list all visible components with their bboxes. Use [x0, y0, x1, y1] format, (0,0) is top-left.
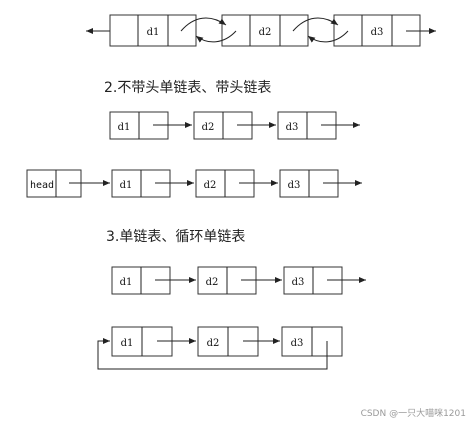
dll-node-d1: d1 — [109, 14, 197, 47]
headless-singly-list: d1 d2 d3 — [109, 111, 360, 140]
heading-section-3: 3.单链表、循环单链表 — [106, 229, 246, 245]
prev-arrow-d3-d2 — [307, 30, 349, 43]
headed-singly-list: head d1 d2 d3 — [26, 169, 362, 198]
dll-node-d3-box — [333, 14, 421, 47]
hl-node-d1-label: d1 — [118, 122, 131, 133]
s-node-d1-label: d1 — [120, 277, 133, 288]
plain-singly-list: d1 d2 d3 — [111, 266, 366, 295]
c-node-d3: d3 — [281, 326, 343, 357]
next-arrow-d2-d3 — [292, 17, 339, 32]
dll-node-d1-label: d1 — [147, 27, 160, 38]
dll-node-d3: d3 — [333, 14, 421, 47]
c-node-d1-label: d1 — [121, 338, 134, 349]
csdn-watermark: CSDN @一只大喵咪1201 — [360, 409, 466, 419]
s-node-d2-label: d2 — [206, 277, 219, 288]
h-node-d2-label: d2 — [204, 180, 217, 191]
c-node-d3-label: d3 — [291, 338, 304, 349]
hl-node-d3-label: d3 — [286, 122, 299, 133]
h-node-d1-label: d1 — [120, 180, 133, 191]
head-node-label: head — [30, 180, 54, 191]
s-node-d3-label: d3 — [292, 277, 305, 288]
c-loop-arrow-d3-d1 — [97, 338, 328, 370]
c-node-d2-label: d2 — [207, 338, 220, 349]
next-arrow-d1-d2 — [180, 17, 227, 32]
heading-section-2: 2.不带头单链表、带头链表 — [104, 80, 272, 96]
hl-node-d2-label: d2 — [202, 122, 215, 133]
dll-node-d2-label: d2 — [259, 27, 272, 38]
doubly-linked-list: d1 d2 d3 — [86, 14, 436, 47]
prev-arrow-d2-d1 — [195, 30, 237, 43]
dll-node-d3-label: d3 — [371, 27, 384, 38]
dll-node-d2: d2 — [221, 14, 309, 47]
h-node-d3-label: d3 — [288, 180, 301, 191]
circular-singly-list: d1 d2 d3 — [97, 326, 343, 370]
